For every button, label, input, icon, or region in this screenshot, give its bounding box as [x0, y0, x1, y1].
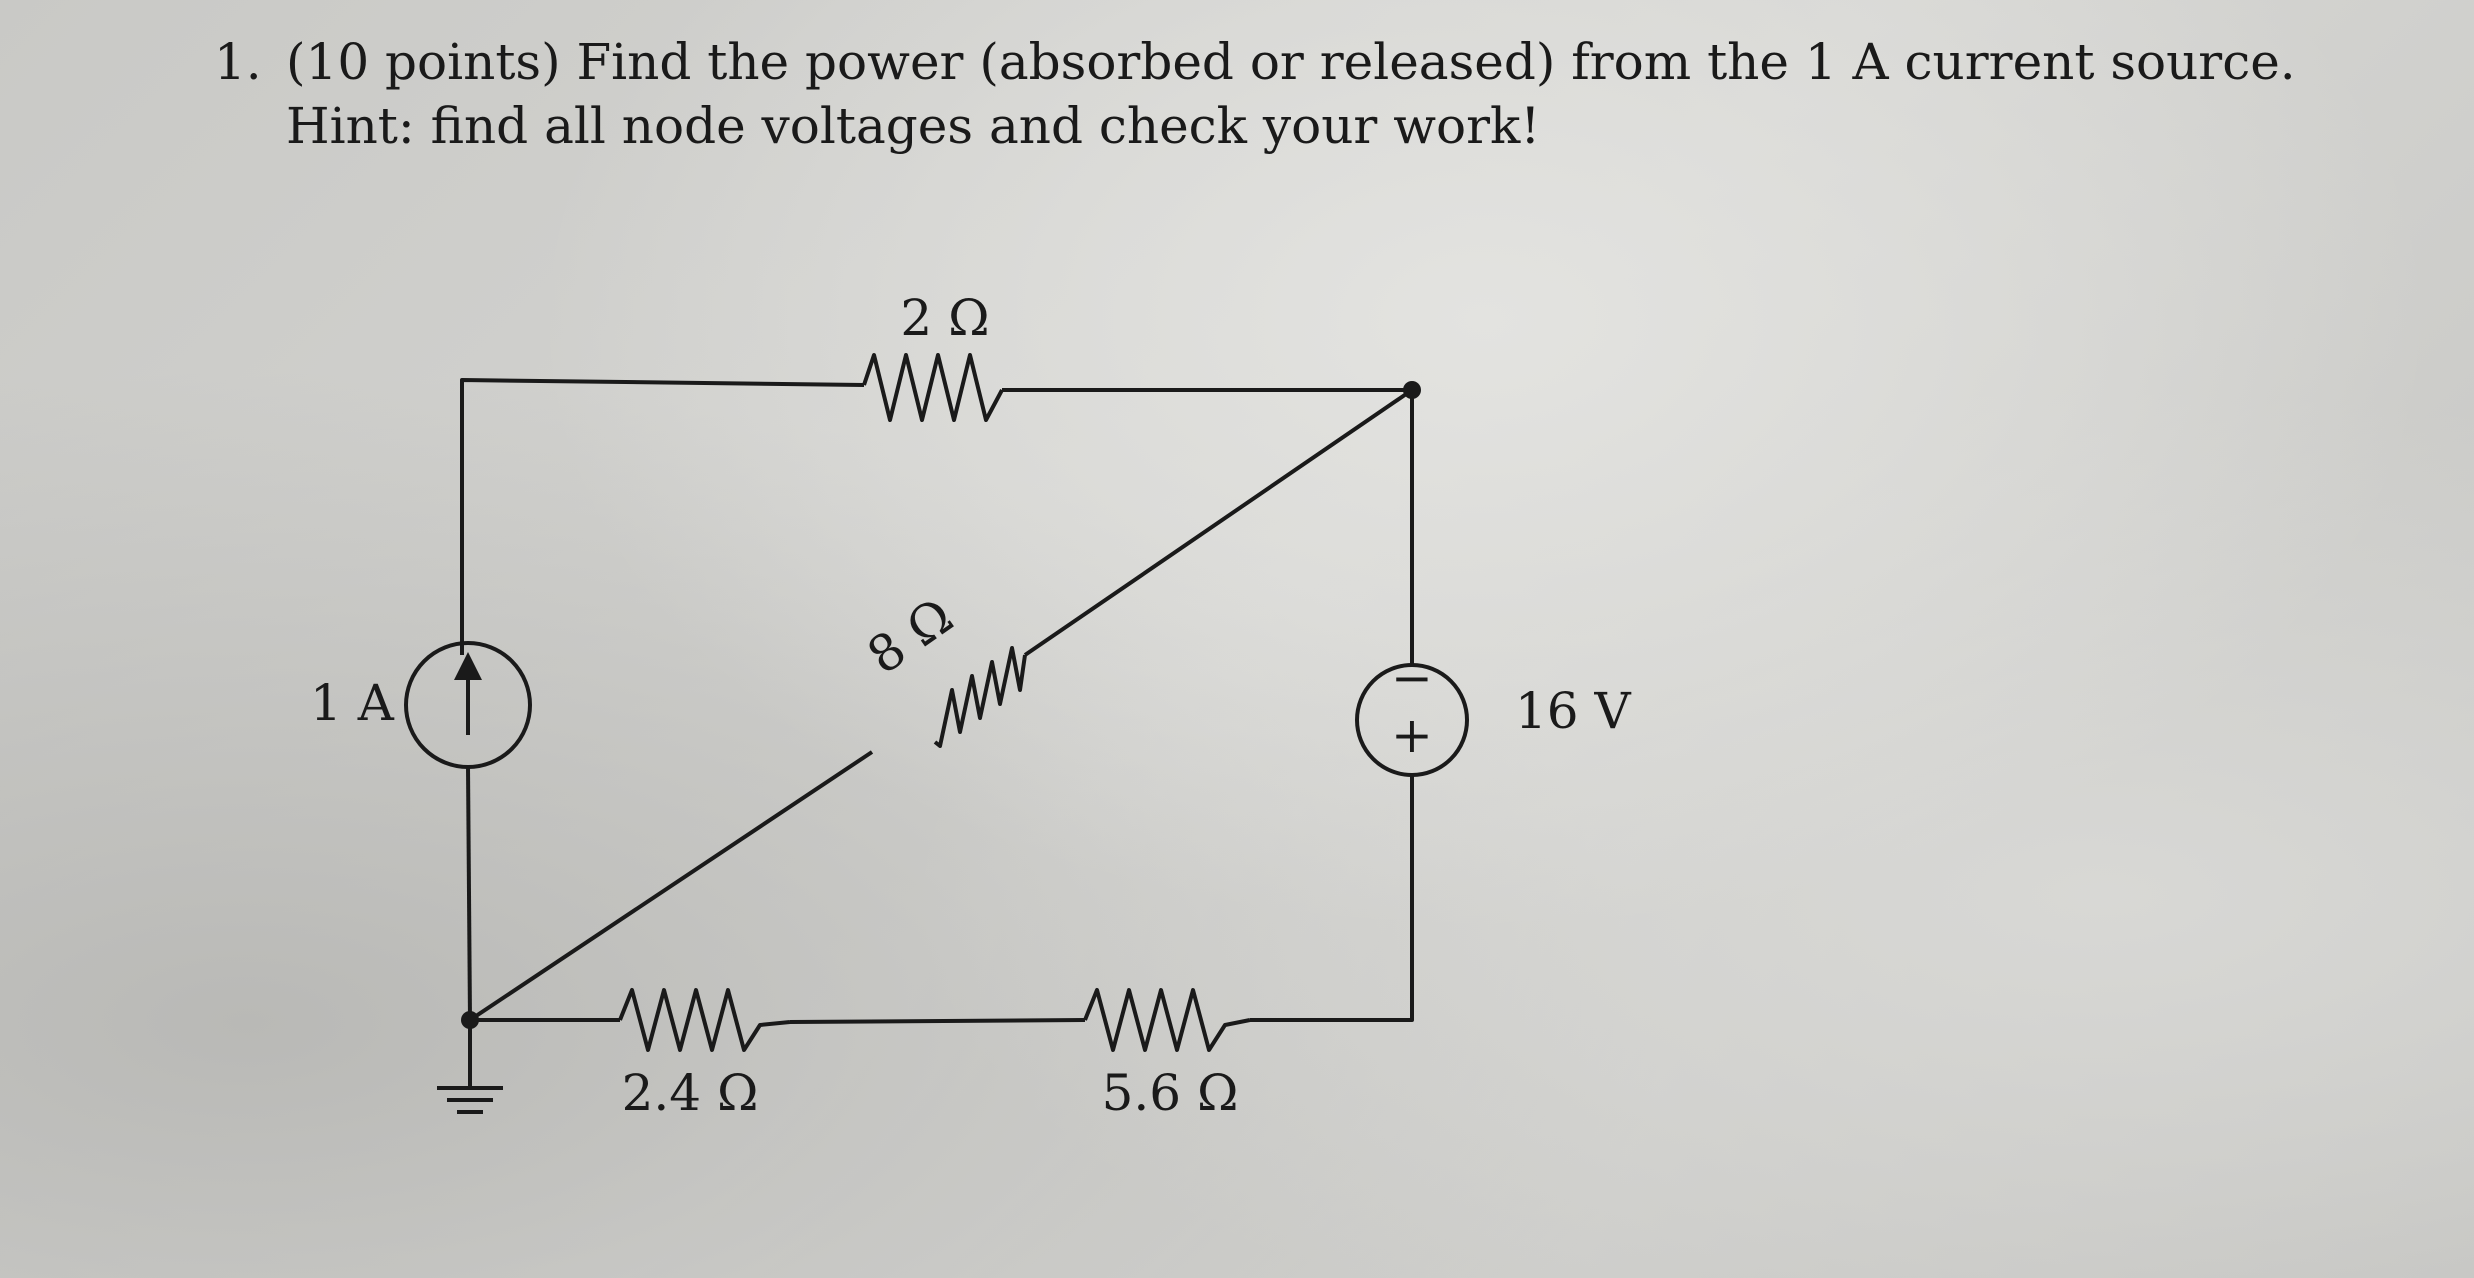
problem-text: (10 points) Find the power (absorbed or …: [286, 33, 2296, 155]
arrow-up-icon: [454, 652, 482, 680]
label-16v: 16 V: [1515, 682, 1632, 740]
voltage-source-plus: +: [1391, 706, 1433, 764]
label-2-4ohm: 2.4 Ω: [622, 1064, 759, 1122]
wire-right-lower: [1250, 775, 1414, 1022]
resistor-5-6ohm: [1083, 988, 1251, 1052]
label-8ohm: 8 Ω: [857, 587, 963, 686]
voltage-source-16v: − +: [1355, 649, 1469, 777]
wire-left-upper: [460, 378, 865, 655]
ground-icon: [437, 1020, 503, 1114]
voltage-source-minus: −: [1391, 649, 1433, 707]
problem-number: 1.: [214, 33, 262, 91]
label-2ohm: 2 Ω: [900, 289, 989, 347]
wire-diagonal-upper: [1023, 388, 1414, 657]
current-source-1a: [404, 641, 532, 769]
problem-statement: 1. (10 points) Find the power (absorbed …: [214, 30, 2382, 158]
label-1a: 1 A: [310, 674, 395, 732]
wire-diagonal-lower: [468, 750, 874, 1022]
label-5-6ohm: 5.6 Ω: [1102, 1064, 1239, 1122]
resistor-2-4ohm: [618, 988, 791, 1052]
wire-bottom-middle: [789, 1018, 1086, 1024]
resistor-8ohm: [933, 646, 1027, 748]
resistor-2ohm: [862, 353, 1004, 422]
wire-left-lower: [466, 766, 472, 1021]
